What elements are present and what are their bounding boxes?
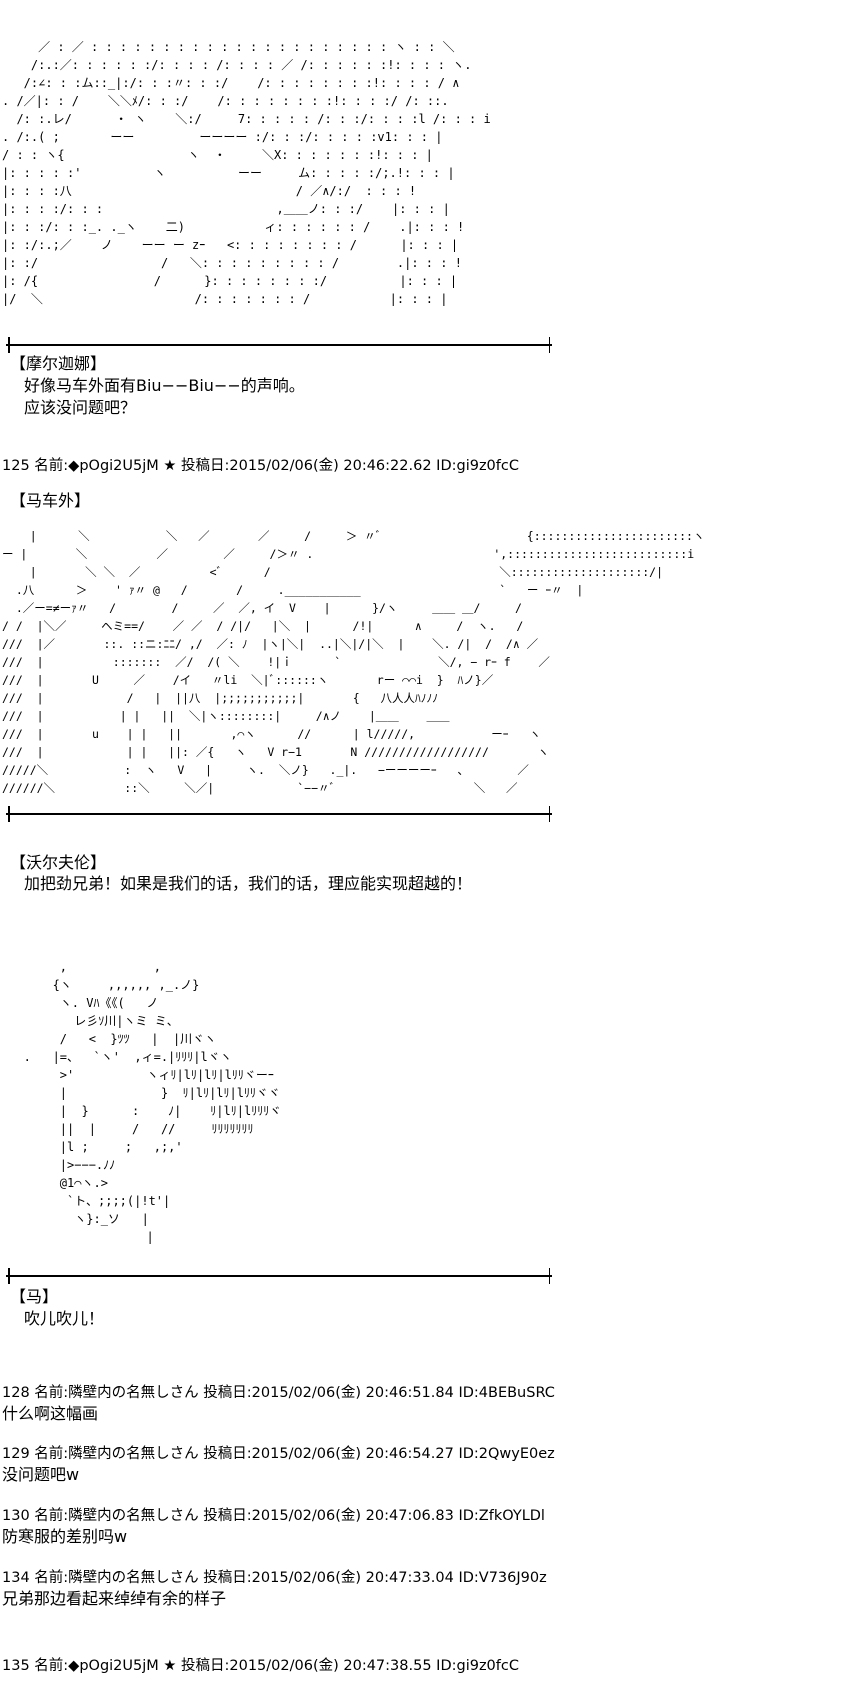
speaker-label: 【马】 xyxy=(10,1287,59,1306)
post-header: 135 名前:◆pOgi2U5jM ★ 投稿日:2015/02/06(金) 20… xyxy=(2,1658,519,1674)
dialogue-line: 加把劲兄弟！如果是我们的话，我们的话，理应能实现超越的！ xyxy=(24,874,473,893)
dialogue-line: 应该没问题吧？ xyxy=(24,398,137,417)
post-body: 兄弟那边看起来绰绰有余的样子 xyxy=(2,1589,227,1608)
divider-rule xyxy=(6,337,552,353)
dialogue-line: 好像马车外面有Biu−−Biu−−的声响。 xyxy=(24,376,305,395)
post-header: 125 名前:◆pOgi2U5jM ★ 投稿日:2015/02/06(金) 20… xyxy=(2,458,519,474)
post-header: 134 名前:隣壁内の名無しさん 投稿日:2015/02/06(金) 20:47… xyxy=(2,1570,547,1586)
ascii-art-character-morgiana: ／ : ／ : : : : : : : : : : : : : : : : : … xyxy=(2,40,491,306)
speaker-label: 【摩尔迦娜】 xyxy=(10,354,107,373)
post-body: 什么啊这幅画 xyxy=(2,1404,99,1423)
ascii-art-horse: , , {ヽ ,,,,,, ,_.ノ} ヽ. Vﾊ《《( ノ レ彡ｿ川|ヽミ ミ… xyxy=(23,960,282,1244)
divider-rule xyxy=(6,1268,552,1284)
speaker-label: 【马车外】 xyxy=(10,491,91,510)
dialogue-line: 吹儿吹儿！ xyxy=(24,1309,105,1328)
post-header: 129 名前:隣壁内の名無しさん 投稿日:2015/02/06(金) 20:46… xyxy=(2,1446,555,1462)
post-body: 防寒服的差别吗w xyxy=(2,1527,128,1546)
ascii-art-carriage-scene: | ＼ ＼ ／ ／ / ＞ 〃ﾞ {::::::::::::::::::::::… xyxy=(2,529,705,795)
post-header: 130 名前:隣壁内の名無しさん 投稿日:2015/02/06(金) 20:47… xyxy=(2,1508,545,1524)
post-body: 没问题吧w xyxy=(2,1465,80,1484)
divider-rule xyxy=(6,806,552,822)
post-header: 128 名前:隣壁内の名無しさん 投稿日:2015/02/06(金) 20:46… xyxy=(2,1385,555,1401)
speaker-label: 【沃尔夫伦】 xyxy=(10,853,107,872)
